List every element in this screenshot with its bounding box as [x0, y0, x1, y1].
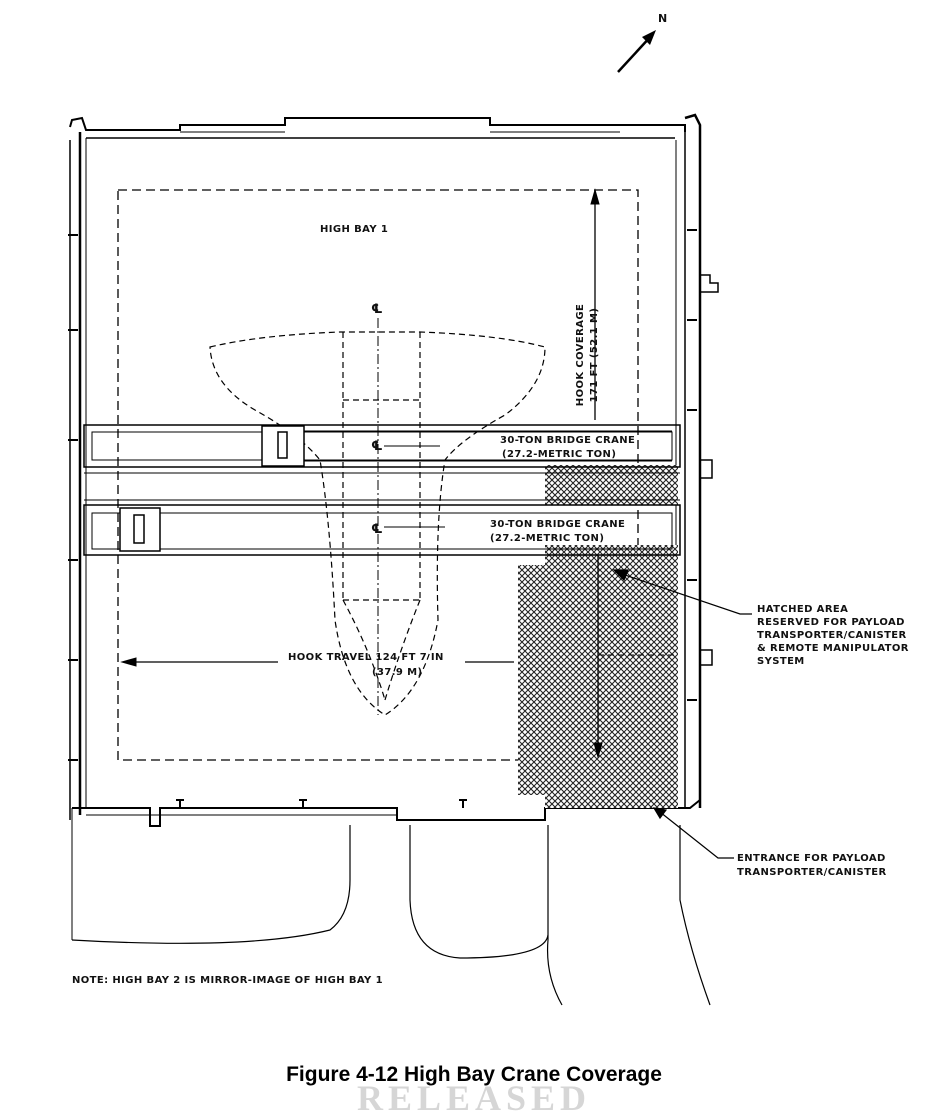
entrance-label: ENTRANCE FOR PAYLOAD	[737, 853, 886, 864]
entrance-label-line2: TRANSPORTER/CANISTER	[737, 867, 887, 878]
hook-travel-arrow	[120, 657, 514, 667]
crane-top-capacity: (27.2-METRIC TON)	[502, 449, 616, 460]
bridge-crane-top	[261, 425, 672, 467]
crane-rails	[83, 424, 681, 556]
north-label: N	[658, 12, 667, 25]
crane-top-label: 30-TON BRIDGE CRANE	[500, 435, 635, 446]
note-text: NOTE: HIGH BAY 2 IS MIRROR-IMAGE OF HIGH…	[72, 975, 383, 986]
hook-coverage-arrow	[590, 188, 600, 420]
crane-bottom-capacity: (27.2-METRIC TON)	[490, 533, 604, 544]
hatched-area-line2: RESERVED FOR PAYLOAD	[757, 617, 905, 628]
hook-coverage-dimension: 171 FT (52.1 M)	[589, 308, 600, 403]
centerline-symbol: ℄	[371, 302, 383, 317]
hatched-area-line4: & REMOTE MANIPULATOR	[757, 643, 909, 654]
payload-outline	[209, 331, 546, 716]
high-bay-label: HIGH BAY 1	[320, 224, 388, 235]
hatched-area-arrow	[593, 555, 676, 759]
hatched-area-upper	[545, 465, 678, 505]
hatched-area-line5: SYSTEM	[757, 656, 805, 667]
wall-column-ticks	[68, 229, 697, 808]
hatched-area-line3: TRANSPORTER/CANISTER	[757, 630, 907, 641]
north-arrow-icon	[617, 30, 656, 73]
crane-bottom-label: 30-TON BRIDGE CRANE	[490, 519, 625, 530]
centerline-symbol-crane2: ℄	[371, 522, 383, 537]
hook-travel-dimension: (37.9 M)	[372, 667, 422, 678]
hatched-area-title: HATCHED AREA	[757, 604, 848, 615]
driveway-curves	[71, 825, 711, 1006]
crane-leader-lines	[384, 445, 445, 528]
released-watermark: RELEASED	[356, 1078, 592, 1118]
hook-coverage-label: HOOK COVERAGE	[575, 304, 586, 406]
figure-caption: Figure 4-12 High Bay Crane Coverage	[286, 1063, 662, 1086]
hook-travel-label: HOOK TRAVEL 124 FT 7 IN	[288, 652, 444, 663]
centerline-symbol-crane1: ℄	[371, 439, 383, 454]
callout-leaders	[612, 569, 752, 859]
bridge-crane-bottom	[119, 507, 161, 552]
